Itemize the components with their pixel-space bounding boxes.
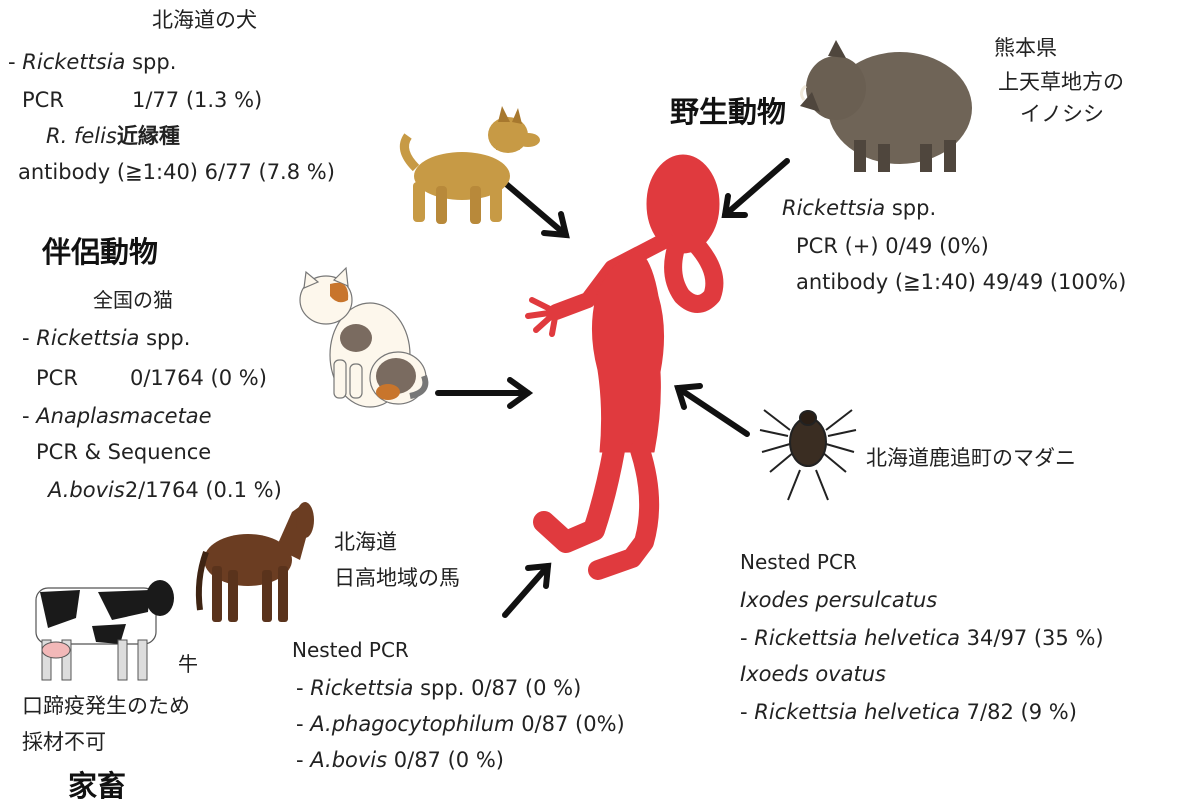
horse-result-abovis: - A.bovis 0/87 (0 %) [296,750,504,771]
result-value: 0/87 (0 %) [387,748,504,772]
human-figure [528,155,719,570]
species-suffix: 近縁種 [117,124,180,148]
genus-name: Rickettsia [782,196,885,220]
dash: - [296,712,310,736]
boar-location-3: イノシシ [1020,104,1104,125]
dash: - [22,404,36,428]
horse-illustration [199,502,314,622]
dog-pcr-value: 1/77 (1.3 %) [132,90,262,111]
boar-location-1: 熊本県 [994,38,1057,59]
cat-anaplasma-line: - Anaplasmacetae [22,406,212,427]
result-value: spp. 0/87 (0 %) [413,676,581,700]
boar-antibody: antibody (≧1:40) 49/49 (100%) [796,272,1126,293]
species-name: R. felis [46,124,117,148]
cat-pcr-value: 0/1764 (0 %) [130,368,267,389]
wild-animals-heading: 野生動物 [670,98,786,127]
companion-animals-heading: 伴侶動物 [42,238,158,267]
tick-result-2: - Rickettsia helvetica 7/82 (9 %) [740,702,1077,723]
horse-result-rickettsia: - Rickettsia spp. 0/87 (0 %) [296,678,581,699]
dog-antibody: antibody (≧1:40) 6/77 (7.8 %) [18,162,335,183]
dash: - [22,326,36,350]
tick-result-1: - Rickettsia helvetica 34/97 (35 %) [740,628,1104,649]
cat-abovis-line: A.bovis2/1764 (0.1 %) [48,480,282,501]
boar-arrow [725,161,787,215]
cat-sequence-label: PCR & Sequence [36,442,211,463]
result-value: 0/87 (0%) [515,712,625,736]
dog-illustration [404,106,540,224]
tick-location: 北海道鹿追町のマダニ [866,448,1076,469]
cow-illustration [36,580,174,680]
boar-location-2: 上天草地方の [998,72,1124,93]
result-value: 7/82 (9 %) [960,700,1077,724]
tick-species-1: Ixodes persulcatus [740,590,937,611]
livestock-heading: 家畜 [68,772,126,801]
horse-arrow [505,566,548,615]
boar-illustration [800,40,972,172]
dog-pcr-label: PCR [22,90,64,111]
dash: - [296,676,310,700]
species-name: A.bovis [310,748,387,772]
family-name: Anaplasmacetae [36,404,211,428]
tick-species-2: Ixoeds ovatus [740,664,886,685]
genus-suffix: spp. [139,326,190,350]
species-name: Rickettsia helvetica [754,626,960,650]
boar-rickettsia-line: Rickettsia spp. [782,198,936,219]
genus-name: Rickettsia [310,676,413,700]
dash: - [296,748,310,772]
species-name: A.phagocytophilum [310,712,514,736]
result-value: 34/97 (35 %) [960,626,1104,650]
cow-label: 牛 [178,654,198,674]
dash: - [740,700,754,724]
tick-results-title: Nested PCR [740,552,857,572]
cat-rickettsia-line: - Rickettsia spp. [22,328,190,349]
genus-name: Rickettsia [36,326,139,350]
species-name: Rickettsia helvetica [754,700,960,724]
cow-note-1: 口蹄疫発生のため [22,696,190,717]
tick-arrow [678,388,747,434]
dog-title: 北海道の犬 [152,10,257,31]
abovis-value: 2/1764 (0.1 %) [125,478,282,502]
dog-rickettsia-line: - Rickettsia spp. [8,52,176,73]
dog-species-line: R. felis近縁種 [46,126,180,147]
dash: - [8,50,22,74]
cat-illustration [300,268,426,407]
horse-results-title: Nested PCR [292,640,409,660]
genus-suffix: spp. [885,196,936,220]
horse-location-2: 日高地域の馬 [334,568,460,589]
tick-illustration [760,410,856,500]
boar-pcr: PCR (+) 0/49 (0%) [796,236,989,257]
genus-suffix: spp. [125,50,176,74]
abovis-name: A.bovis [48,478,125,502]
cow-note-2: 採材不可 [22,732,106,753]
dog-arrow [505,183,566,235]
genus-name: Rickettsia [22,50,125,74]
cat-pcr-label: PCR [36,368,78,389]
cat-title: 全国の猫 [93,290,173,310]
horse-location-1: 北海道 [334,532,397,553]
horse-result-aphagocytophilum: - A.phagocytophilum 0/87 (0%) [296,714,625,735]
dash: - [740,626,754,650]
